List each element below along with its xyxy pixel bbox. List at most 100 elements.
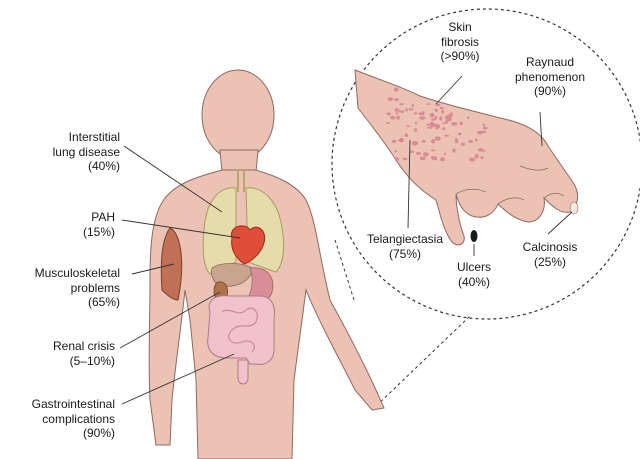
telangiectasia-spot: [391, 139, 397, 144]
telangiectasia-spot: [429, 113, 435, 118]
leader-msk: [131, 263, 175, 275]
telangiectasia-spot: [477, 148, 484, 152]
telangiectasia-spot: [404, 133, 409, 138]
head: [201, 69, 275, 161]
telangiectasia-spot: [414, 128, 418, 133]
label-raynaud: Raynaud phenomenon (90%): [514, 55, 586, 98]
telangiectasia-spot: [411, 140, 419, 146]
telangiectasia-spot: [396, 115, 401, 120]
telangiectasia-spot: [426, 123, 431, 126]
telangiectasia-spot: [474, 154, 479, 159]
rectum: [237, 359, 249, 385]
telangiectasia-spot: [413, 112, 418, 115]
telangiectasia-spot: [419, 116, 426, 120]
telangiectasia-spot: [394, 108, 399, 112]
label-msk: Musculoskeletal problems (65%): [34, 266, 120, 309]
liver: [211, 263, 253, 287]
heart: [230, 225, 266, 265]
telangiectasia-spot: [394, 157, 400, 162]
telangiectasia-spot: [416, 151, 421, 155]
telangiectasia-spot: [385, 122, 391, 124]
telangiectasia-spot: [460, 142, 466, 146]
telangiectasia-spot: [468, 139, 473, 144]
telangiectasia-spot: [455, 137, 458, 141]
telangiectasia-spot: [405, 108, 408, 112]
telangiectasia-spot: [430, 149, 436, 152]
telangiectasia-spot: [387, 97, 394, 101]
leader-skin: [435, 75, 463, 105]
telangiectasia-spot: [409, 150, 415, 153]
telangiectasia-spot: [421, 111, 425, 116]
muscle: [160, 227, 183, 301]
label-skin-fibrosis: Skin fibrosis (>90%): [440, 20, 480, 63]
telangiectasia-spot: [442, 127, 446, 131]
telangiectasia-spot: [399, 103, 404, 106]
telangiectasia-spot: [449, 112, 453, 117]
telangiectasia-spot: [442, 122, 446, 125]
telangiectasia-spot: [482, 150, 486, 152]
telangiectasia-spot: [402, 157, 408, 161]
telangiectasia-spot: [459, 121, 463, 126]
leader-raynaud: [539, 111, 543, 147]
label-telangiectasia: Telangiectasia (75%): [366, 232, 444, 261]
telangiectasia-spot: [401, 110, 405, 114]
telangiectasia-spot: [398, 137, 404, 143]
telangiectasia-spot: [443, 152, 447, 156]
label-pah: PAH (15%): [82, 210, 115, 239]
telangiectasia-spot: [441, 109, 445, 114]
leader-lines: [119, 75, 573, 405]
telangiectasia-spot: [474, 138, 478, 142]
telangiectasia-spot: [394, 150, 398, 153]
telangiectasia-spot: [434, 115, 437, 120]
telangiectasia-spot: [434, 136, 441, 141]
telangiectasia-spot: [439, 116, 443, 121]
telangiectasia-spot: [435, 103, 441, 106]
telangiectasia-spot: [439, 157, 446, 162]
telangiectasia-spot: [482, 123, 486, 127]
leader-renal: [119, 291, 221, 349]
telangiectasia-spot: [444, 134, 449, 137]
telangiectasia-spot: [390, 115, 396, 120]
telangiectasia-spot: [418, 112, 423, 116]
telangiectasia-spot: [394, 98, 399, 101]
telangiectasia-spot: [451, 122, 458, 126]
telangiectasia-spot: [457, 132, 462, 136]
label-calcinosis: Calcinosis (25%): [522, 240, 578, 269]
hand-back: [354, 69, 578, 246]
telangiectasia-spot: [386, 112, 392, 116]
telangiectasia-spot: [419, 156, 426, 161]
telangiectasia-spot: [434, 108, 438, 112]
large-intestine: [207, 295, 275, 365]
telangiectasia-spot: [482, 126, 488, 130]
telangiectasia-spot: [422, 152, 429, 157]
calcinosis-nail: [569, 201, 579, 215]
telangiectasia-spot: [477, 130, 483, 135]
telangiectasia-spot: [427, 126, 433, 129]
label-ulcers: Ulcers (40%): [456, 260, 491, 289]
label-gi: Gastrointestinal complications (90%): [31, 397, 115, 440]
telangiectasia-spot: [432, 158, 438, 161]
telangiectasia-spot: [452, 148, 456, 153]
leader-calcinosis: [547, 211, 573, 235]
telangiectasia-spot: [426, 103, 431, 105]
magnified-hand: [354, 69, 579, 246]
telangiectasia-spot: [466, 116, 470, 119]
left-lung: [202, 187, 237, 275]
zoom-connector-upper: [334, 239, 355, 301]
finger-creases: [455, 165, 565, 205]
telangiectasia-spot: [430, 123, 438, 127]
telangiectasia-spot: [447, 117, 452, 122]
telangiectasia-spot: [482, 130, 487, 134]
telangiectasia-spot: [454, 138, 459, 144]
telangiectasia-spot: [395, 112, 399, 115]
zoom-connector-lower: [371, 315, 471, 411]
leader-gi: [121, 353, 235, 405]
telangiectasia-spot: [393, 87, 399, 92]
label-renal: Renal crisis (5–10%): [52, 339, 115, 368]
telangiectasia-spot: [439, 106, 444, 110]
telangiectasia-spot: [480, 156, 484, 160]
telangiectasia-spot: [431, 118, 435, 121]
ulcer-spot: [470, 230, 478, 242]
neck: [219, 149, 259, 173]
